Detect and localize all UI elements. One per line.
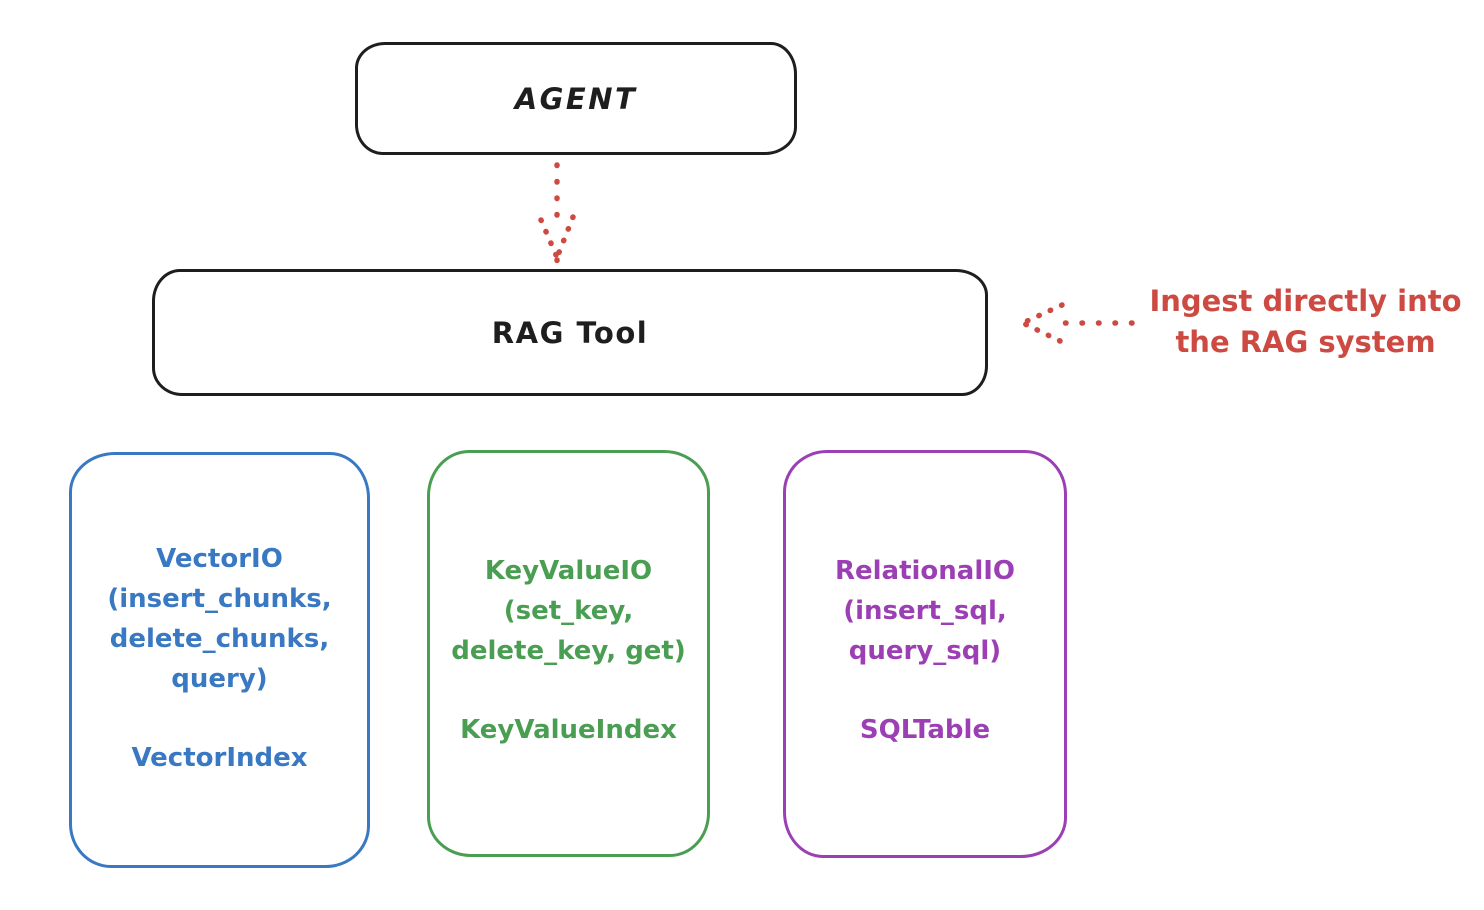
arrowhead-right-stroke bbox=[555, 214, 576, 258]
rag-tool-node[interactable]: RAG Tool bbox=[152, 269, 988, 396]
vector-io-line: VectorIO bbox=[156, 544, 283, 574]
key-value-io-text: KeyValueIO (set_key, delete_key, get) bbox=[451, 551, 686, 671]
vector-io-node[interactable]: VectorIO (insert_chunks, delete_chunks, … bbox=[69, 452, 370, 868]
vector-io-text: VectorIO (insert_chunks, delete_chunks, … bbox=[107, 539, 331, 699]
agent-node-label: AGENT bbox=[514, 81, 638, 116]
relational-io-line: query_sql) bbox=[848, 636, 1002, 666]
key-value-io-line: KeyValueIO bbox=[484, 556, 653, 586]
ingest-arrow[interactable] bbox=[1012, 296, 1140, 350]
relational-io-node[interactable]: RelationalIO (insert_sql, query_sql) SQL… bbox=[783, 450, 1067, 858]
rag-tool-node-label: RAG Tool bbox=[491, 315, 649, 350]
relational-io-line: (insert_sql, bbox=[843, 596, 1007, 626]
arrowhead-upper-stroke bbox=[1022, 302, 1065, 325]
agent-to-ragtool-arrow[interactable] bbox=[527, 160, 587, 264]
arrowhead-lower-stroke bbox=[1022, 321, 1063, 344]
vector-io-line: delete_chunks, bbox=[109, 624, 330, 654]
key-value-io-line: (set_key, bbox=[503, 596, 634, 626]
vector-index-label: VectorIndex bbox=[131, 743, 308, 773]
ingest-annotation-line1: Ingest directly into bbox=[1149, 284, 1462, 318]
vector-io-line: (insert_chunks, bbox=[107, 584, 332, 614]
key-value-io-line: delete_key, get) bbox=[451, 636, 686, 666]
key-value-io-node[interactable]: KeyValueIO (set_key, delete_key, get) Ke… bbox=[427, 450, 710, 857]
key-value-index-label: KeyValueIndex bbox=[460, 715, 677, 745]
vector-io-line: query) bbox=[171, 664, 268, 694]
relational-io-text: RelationalIO (insert_sql, query_sql) bbox=[835, 551, 1015, 671]
arrowhead-left-stroke bbox=[538, 217, 559, 258]
ingest-annotation-line2: the RAG system bbox=[1175, 325, 1436, 359]
agent-node[interactable]: AGENT bbox=[355, 42, 797, 155]
sql-table-label: SQLTable bbox=[859, 715, 991, 745]
relational-io-line: RelationalIO bbox=[834, 556, 1016, 586]
ingest-annotation: Ingest directly into the RAG system bbox=[1133, 281, 1478, 363]
